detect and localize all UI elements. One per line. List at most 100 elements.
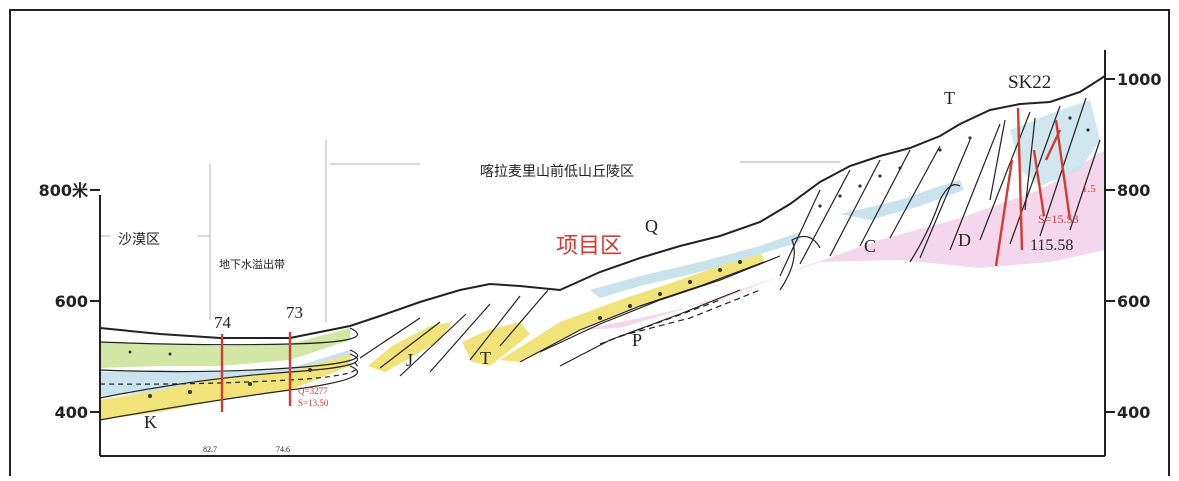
dip-line [429,303,491,373]
dip-line [469,295,521,361]
right-axis-tick-label-0: 1000 [1117,70,1162,89]
sk22-fault-red [994,159,1014,267]
gravel-dot [818,204,822,208]
zone-label-desert: 沙漠区 [118,232,160,248]
well-74-id: 74 [214,313,232,332]
fault-line [989,119,1006,201]
dip-line [779,189,821,277]
zone-label-overflow: 地下水溢出带 [219,257,285,271]
stratum-label-k: K [144,412,157,432]
dip-line [799,169,851,265]
gravel-dot [688,280,692,284]
bedding-lines [99,97,1101,421]
contact-line [909,184,961,263]
dip-line [1009,105,1061,245]
sk22-borehole [1016,107,1024,251]
sk22-depth: 115.58 [1030,237,1073,254]
gravel-dot [738,260,742,264]
right-axis-tick-label-3: 400 [1117,403,1150,422]
stratum-label-t2: T [944,88,955,108]
left-axis-tick-label-1: 600 [55,292,88,311]
sk22-fault-red [1032,149,1046,217]
sk22-s: S=15.58 [1038,212,1078,226]
sk22-q: 1.5 [1082,183,1096,195]
well-73-q: Q=3277 [298,386,328,396]
stratum-label-j: J [406,350,413,370]
blue-band-middle [590,232,800,298]
gravel-dot [1086,128,1090,132]
contact-line [779,235,821,291]
dip-line [949,123,1001,251]
blue-band-left [100,350,350,396]
zone-label-piedmont: 喀拉麦里山前低山丘陵区 [480,163,634,180]
well-74-depth: 82.7 [203,445,217,454]
left-axis-tick-label-2: 400 [55,403,88,422]
bed-line [99,327,359,346]
stratum-label-q: Q [645,216,658,236]
dip-line [359,317,421,359]
dip-line [499,289,549,347]
lithology-symbols [128,116,1090,398]
gravel-dot [858,184,862,188]
dip-line [889,145,941,239]
bed-line [619,289,761,337]
stratum-label-d: D [958,230,971,250]
gravel-dot [938,148,942,152]
gravel-dot [628,304,632,308]
dip-line [1069,139,1101,231]
zone-separators [100,140,840,322]
bed-line [599,299,721,345]
right-axis-tick-label-1: 800 [1117,181,1150,200]
yellow-blob-j [368,322,452,372]
gravel-dot [248,382,252,386]
stratum-label-t1: T [480,348,491,368]
gravel-dot [598,316,602,320]
bed-line [539,255,781,353]
yellow-blob-t [462,322,530,366]
dip-line [979,111,1031,241]
gravel-dot [838,194,842,198]
stratum-label-p: P [632,330,642,350]
left-axis-ticks: 800米 600 400 [39,181,100,422]
sk22-fault-red [1044,129,1062,161]
right-axis-tick-label-2: 600 [1117,292,1150,311]
well-73-s: S=13.50 [298,398,329,408]
gravel-dot [168,352,172,356]
dip-line [829,159,881,257]
gravel-dot [878,174,882,178]
right-axis-ticks: 1000 800 600 400 [1105,70,1162,422]
dip-line [379,321,441,369]
gravel-dot [188,390,192,394]
sk22-id: SK22 [1008,72,1051,93]
bed-line [99,365,359,421]
gravel-dot [128,350,132,354]
bed-line [99,353,359,399]
left-axis-tick-label-0: 800米 [39,181,89,200]
wells [220,107,1072,412]
stratum-label-c: C [864,236,876,256]
gravel-dot [308,368,312,372]
bed-line [559,289,741,367]
sk22-fault-red [1054,119,1072,221]
dip-line [399,313,467,377]
yellow-band-left [100,354,350,420]
gravel-dot [968,136,972,140]
gravel-dot [658,292,662,296]
green-band-left [100,328,350,368]
well-73-id: 73 [286,303,303,322]
bed-line [519,261,765,363]
gravel-dot [898,166,902,170]
dip-line [859,149,911,247]
ground-surface-line [99,75,1106,339]
gravel-dot [1068,116,1072,120]
basement-pink-fill [580,150,1105,330]
blue-patch-right [840,180,964,220]
gravel-dot [148,394,152,398]
bed-line [99,359,359,385]
dip-line [919,139,971,259]
project-area-label: 项目区 [556,234,622,259]
fault-line [1024,117,1036,211]
well-73-depth: 74.6 [276,445,290,454]
